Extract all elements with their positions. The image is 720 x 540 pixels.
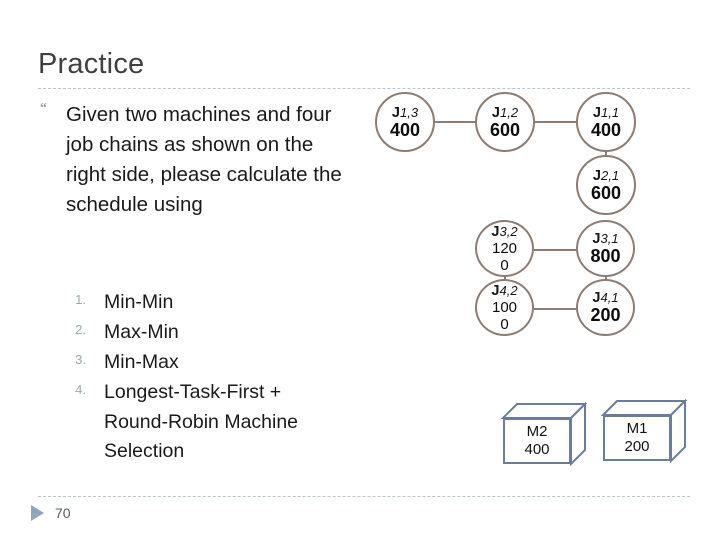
- edge-j13-j12: [434, 121, 476, 124]
- machine-face: M1 200: [603, 415, 671, 461]
- footer-divider: [38, 496, 690, 497]
- job-node-j1-2[interactable]: J1,2 600: [475, 92, 535, 152]
- job-node-value: 600: [489, 119, 521, 140]
- edge-j11-j21: [605, 150, 608, 164]
- job-node-j4-1[interactable]: J4,1 200: [576, 279, 635, 336]
- quote-bullet-icon: “: [40, 101, 47, 116]
- job-node-label: J2,1: [592, 167, 620, 184]
- job-node-label: J1,3: [391, 104, 419, 121]
- list-item-label: Longest-Task-First + Round-Robin Machine…: [104, 381, 299, 462]
- job-node-j1-3[interactable]: J1,3 400: [375, 92, 435, 152]
- list-item-number: 4.: [75, 382, 86, 397]
- edge-j42-j41: [534, 308, 576, 311]
- job-node-value: 600: [590, 182, 622, 203]
- edge-j31-j41: [605, 272, 608, 286]
- job-node-value: 800: [590, 246, 621, 266]
- title-divider: [38, 88, 690, 89]
- job-node-j2-1[interactable]: J2,1 600: [576, 155, 636, 215]
- job-node-label: J1,2: [491, 104, 519, 121]
- job-node-value: 400: [590, 119, 622, 140]
- machine-value: 400: [524, 441, 550, 458]
- edge-j12-j11: [534, 121, 576, 124]
- cube-3d-edges-icon: [500, 401, 588, 467]
- bullet-block: “ Given two machines and four job chains…: [38, 100, 343, 220]
- numbered-list: 1. Min-Min 2. Max-Min 3. Min-Max 4. Long…: [38, 288, 338, 467]
- job-node-j3-1[interactable]: J3,1 800: [576, 220, 635, 277]
- machine-cube-m2[interactable]: M2 400: [500, 401, 588, 467]
- play-triangle-icon: [31, 505, 44, 521]
- page-title: Practice: [38, 48, 145, 80]
- list-item: 2. Max-Min: [38, 318, 338, 348]
- list-item-label: Min-Min: [104, 291, 174, 313]
- job-node-value: 400: [389, 119, 421, 140]
- list-item-number: 1.: [75, 292, 86, 307]
- machine-label: M1: [626, 420, 648, 437]
- page-number: 70: [55, 505, 71, 521]
- job-node-value: 1000: [491, 298, 518, 333]
- job-node-j4-2[interactable]: J4,2 1000: [475, 279, 534, 336]
- main-bullet-text: Given two machines and four job chains a…: [66, 103, 342, 216]
- job-node-label: J1,1: [592, 104, 620, 121]
- job-node-label: J3,2: [491, 223, 518, 240]
- job-node-value: 200: [590, 305, 621, 325]
- job-node-j3-2[interactable]: J3,2 1200: [475, 220, 534, 277]
- job-node-value: 1200: [491, 239, 518, 274]
- machine-value: 200: [624, 438, 650, 455]
- job-node-label: J3,1: [592, 231, 619, 247]
- list-item-number: 2.: [75, 322, 86, 337]
- list-item: 3. Min-Max: [38, 348, 338, 378]
- edge-j32-j31: [534, 249, 576, 252]
- edge-j32-j42: [504, 272, 507, 286]
- list-item: 4. Longest-Task-First + Round-Robin Mach…: [38, 378, 338, 467]
- job-node-label: J4,1: [592, 290, 619, 306]
- job-node-j1-1[interactable]: J1,1 400: [576, 92, 636, 152]
- machine-cube-m1[interactable]: M1 200: [600, 398, 688, 464]
- list-item-label: Max-Min: [104, 321, 179, 343]
- machine-face: M2 400: [503, 418, 571, 464]
- list-item: 1. Min-Min: [38, 288, 338, 318]
- main-bullet-item: “ Given two machines and four job chains…: [38, 100, 343, 220]
- job-node-label: J4,2: [491, 282, 518, 299]
- list-item-number: 3.: [75, 352, 86, 367]
- cube-3d-edges-icon: [600, 398, 688, 464]
- machine-label: M2: [526, 423, 548, 440]
- list-item-label: Min-Max: [104, 351, 179, 373]
